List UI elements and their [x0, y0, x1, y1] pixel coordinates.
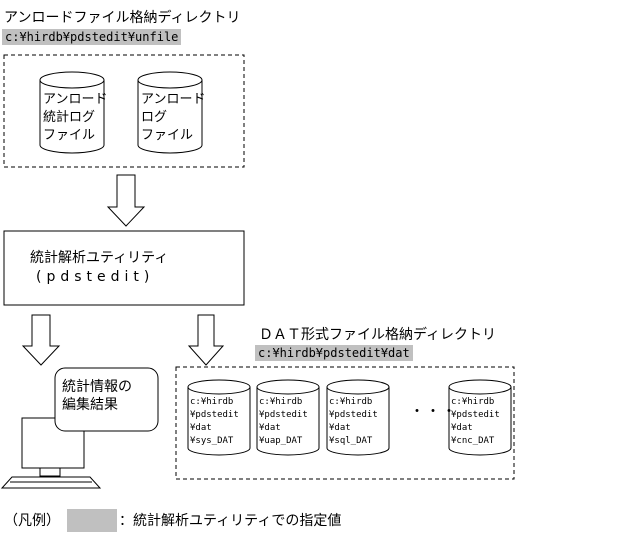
dat-file-label: c:¥hirdb ¥pdstedit ¥dat ¥sql_DAT	[329, 396, 378, 448]
dat-file-line: c:¥hirdb	[190, 397, 234, 407]
dat-file-line: ¥pdstedit	[329, 410, 378, 420]
dat-file-line: ¥dat	[329, 423, 351, 433]
ellipsis-text: ・・・	[410, 404, 458, 420]
unload-file-line: ファイル	[43, 128, 96, 143]
sys-dat-cylinder	[187, 379, 251, 456]
dat-file-line: ¥pdstedit	[190, 410, 239, 420]
unload-stat-log-file-cylinder	[39, 71, 105, 154]
result-line: 編集結果	[62, 397, 118, 413]
dat-file-line: ¥dat	[259, 423, 281, 433]
dat-dir-box	[175, 366, 515, 480]
arrow-down-icon	[106, 174, 146, 227]
sql-dat-cylinder	[326, 379, 390, 456]
dat-file-line: ¥cnc_DAT	[451, 436, 495, 446]
dat-dir-title: ＤＡＴ形式ファイル格納ディレクトリ	[259, 327, 497, 343]
dat-file-label: c:¥hirdb ¥pdstedit ¥dat ¥uap_DAT	[259, 396, 308, 448]
dat-file-line: c:¥hirdb	[259, 397, 303, 407]
dat-file-line: ¥sys_DAT	[190, 436, 234, 446]
utility-box	[3, 230, 245, 306]
dat-file-line: ¥dat	[451, 423, 473, 433]
unload-file-line: アンロード	[141, 92, 206, 107]
unload-dir-path: c:¥hirdb¥pdstedit¥unfile	[2, 29, 182, 45]
dat-file-line: c:¥hirdb	[451, 397, 495, 407]
dat-file-line: ¥dat	[190, 423, 212, 433]
dat-file-line: c:¥hirdb	[329, 397, 373, 407]
utility-name: 統計解析ユティリティ	[30, 250, 169, 266]
legend-label: （凡例）	[4, 513, 60, 529]
dat-file-line: ¥pdstedit	[259, 410, 308, 420]
result-line: 統計情報の	[62, 379, 132, 395]
unload-file-label: アンロード 統計ログ ファイル	[43, 91, 107, 145]
dat-file-line: ¥pdstedit	[451, 410, 500, 420]
unload-file-line: アンロード	[43, 92, 108, 107]
unload-dir-box	[3, 54, 245, 168]
unload-file-line: ファイル	[141, 128, 194, 143]
cnc-dat-cylinder	[448, 379, 512, 456]
arrow-down-icon	[187, 314, 225, 366]
unload-file-label: アンロード ログ ファイル	[141, 91, 205, 145]
dat-dir-path: c:¥hirdb¥pdstedit¥dat	[255, 345, 413, 361]
unload-file-line: ログ	[141, 110, 168, 125]
unload-dir-title: アンロードファイル格納ディレクトリ	[4, 10, 241, 26]
dat-file-label: c:¥hirdb ¥pdstedit ¥dat ¥cnc_DAT	[451, 396, 500, 448]
result-label: 統計情報の 編集結果	[62, 378, 132, 414]
result-box	[54, 367, 159, 432]
legend-swatch	[67, 509, 117, 532]
legend-description: ：統計解析ユティリティでの指定値	[119, 513, 342, 529]
unload-file-line: 統計ログ	[43, 110, 96, 125]
unload-log-file-cylinder	[137, 71, 203, 154]
dat-file-line: ¥sql_DAT	[329, 436, 373, 446]
dat-file-label: c:¥hirdb ¥pdstedit ¥dat ¥sys_DAT	[190, 396, 239, 448]
arrow-down-icon	[21, 314, 61, 366]
dat-file-line: ¥uap_DAT	[259, 436, 303, 446]
utility-command: (pdstedit)	[36, 269, 155, 285]
uap-dat-cylinder	[256, 379, 320, 456]
